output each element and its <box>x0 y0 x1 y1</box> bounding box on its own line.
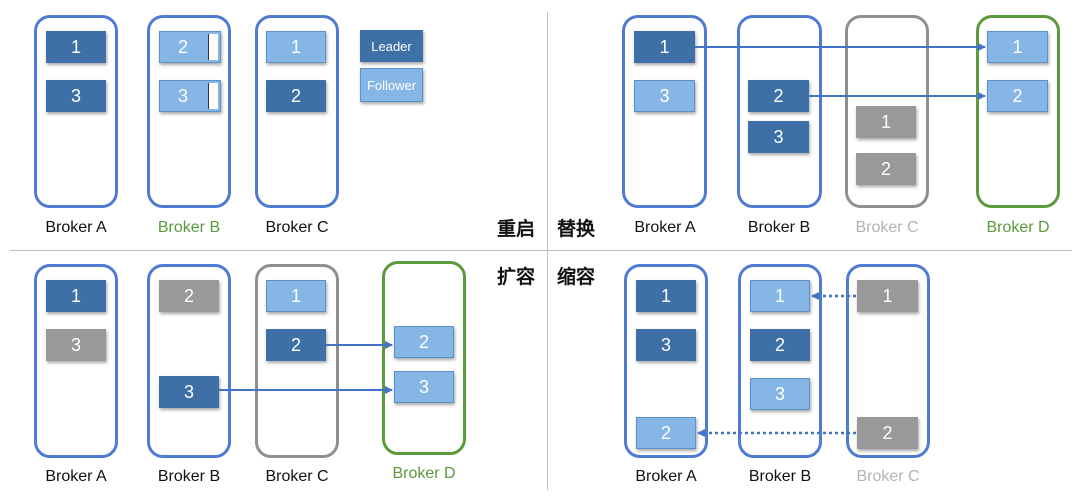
partition-number: 2 <box>1012 85 1023 106</box>
partition-follower: 3 <box>750 378 810 410</box>
partition-follower: 1 <box>987 31 1048 63</box>
partition-number: 2 <box>418 331 429 352</box>
partition-number: 2 <box>290 334 301 355</box>
partition-number: 1 <box>290 285 301 306</box>
broker-label: Broker A <box>635 468 697 485</box>
partition-number: 1 <box>70 285 81 306</box>
broker-d-new <box>382 261 466 455</box>
broker-label: Broker B <box>747 219 811 236</box>
broker-label: Broker A <box>45 468 107 485</box>
partition-number: 2 <box>773 85 784 106</box>
partition-leader: 2 <box>748 80 809 112</box>
partition-number: 1 <box>1012 36 1023 57</box>
offline-notch <box>208 83 218 109</box>
partition-leader: 1 <box>46 280 106 312</box>
partition-follower-lagging: 3 <box>159 80 221 112</box>
partition-follower: 1 <box>266 280 326 312</box>
broker-label: Broker C <box>265 468 329 485</box>
partition-offline: 1 <box>856 106 916 138</box>
partition-follower-lagging: 2 <box>159 31 221 63</box>
partition-leader: 3 <box>46 80 106 112</box>
broker-label: Broker B <box>157 219 221 236</box>
partition-number: 2 <box>660 422 671 443</box>
partition-number: 2 <box>183 285 194 306</box>
partition-number: 1 <box>290 36 301 57</box>
partition-number: 2 <box>177 36 188 57</box>
partition-number: 3 <box>774 383 785 404</box>
offline-notch <box>208 34 218 60</box>
partition-number: 3 <box>660 334 671 355</box>
partition-follower: 1 <box>266 31 326 63</box>
partition-number: 1 <box>880 111 891 132</box>
broker-label: Broker C <box>265 219 329 236</box>
partition-offline: 3 <box>46 329 106 361</box>
partition-follower: 3 <box>634 80 695 112</box>
scenario-shrink-label: 缩容 <box>557 267 596 288</box>
broker-label: Broker D <box>392 465 456 482</box>
broker-label: Broker B <box>748 468 812 485</box>
horizontal-divider <box>10 250 1072 251</box>
partition-number: 1 <box>70 36 81 57</box>
partition-follower: 2 <box>636 417 696 449</box>
partition-number: 3 <box>418 376 429 397</box>
partition-offline: 2 <box>857 417 918 449</box>
partition-number: 2 <box>880 158 891 179</box>
partition-number: 1 <box>774 285 785 306</box>
partition-number: 3 <box>773 126 784 147</box>
legend-leader: Leader <box>360 30 423 62</box>
partition-number: 3 <box>659 85 670 106</box>
partition-number: 2 <box>882 422 893 443</box>
partition-number: 1 <box>882 285 893 306</box>
legend-leader-label: Leader <box>371 38 412 54</box>
partition-follower: 3 <box>394 371 454 403</box>
partition-number: 3 <box>183 381 194 402</box>
broker-label: Broker C <box>856 468 920 485</box>
partition-leader: 1 <box>636 280 696 312</box>
scenario-restart-label: 重启 <box>497 219 536 240</box>
partition-number: 3 <box>177 85 188 106</box>
partition-number: 2 <box>290 85 301 106</box>
broker-label: Broker D <box>986 219 1050 236</box>
scenario-replace-label: 替换 <box>557 219 596 240</box>
partition-leader: 2 <box>266 80 326 112</box>
partition-leader: 1 <box>634 31 695 63</box>
partition-leader: 2 <box>750 329 810 361</box>
broker-label: Broker C <box>855 219 919 236</box>
partition-number: 1 <box>659 36 670 57</box>
partition-leader: 1 <box>46 31 106 63</box>
partition-leader: 2 <box>266 329 326 361</box>
partition-offline: 2 <box>856 153 916 185</box>
partition-offline: 2 <box>159 280 219 312</box>
broker-label: Broker B <box>157 468 221 485</box>
legend-follower-label: Follower <box>366 77 417 93</box>
partition-offline: 1 <box>857 280 918 312</box>
partition-follower: 2 <box>987 80 1048 112</box>
partition-leader: 3 <box>748 121 809 153</box>
partition-number: 2 <box>774 334 785 355</box>
scenario-expand-label: 扩容 <box>497 267 536 288</box>
partition-leader: 3 <box>159 376 219 408</box>
broker-label: Broker A <box>45 219 107 236</box>
partition-number: 3 <box>70 85 81 106</box>
legend-follower: Follower <box>360 68 423 102</box>
partition-follower: 1 <box>750 280 810 312</box>
partition-number: 3 <box>70 334 81 355</box>
broker-label: Broker A <box>634 219 696 236</box>
partition-follower: 2 <box>394 326 454 358</box>
vertical-divider <box>547 12 548 490</box>
partition-number: 1 <box>660 285 671 306</box>
partition-leader: 3 <box>636 329 696 361</box>
